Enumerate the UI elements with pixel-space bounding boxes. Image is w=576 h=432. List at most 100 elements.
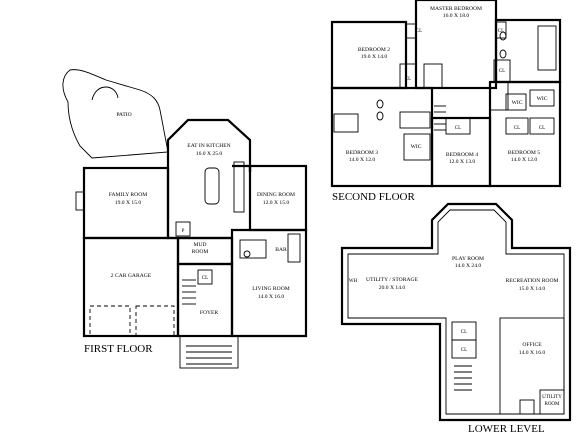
lower-level-inner-outline [347,209,565,415]
garage-door-2 [135,305,175,337]
bedroom-5-closet-b [529,117,555,135]
second-floor-plan [330,0,562,188]
lower-level-outer-walls [340,202,572,422]
master-sink-2 [499,49,507,59]
bar-counter [287,233,301,263]
label-play-room: PLAY ROOM [452,256,484,262]
lower-level-title: LOWER LEVEL [468,423,545,432]
garage-door-1 [89,305,131,337]
label-wic-2: WIC [537,96,548,102]
bed2-closet [405,23,417,39]
label-play-room-size: 14.0 X 24.0 [455,263,482,269]
label-master-bedroom: MASTER BEDROOM [430,6,482,12]
label-dining-room: DINING ROOM [257,192,295,198]
patio-arc [91,86,119,101]
first-floor-title: FIRST FLOOR [84,343,153,355]
bedroom-5-area-walls [488,80,562,188]
label-wic-3: WIC [411,144,422,150]
label-bedroom-2-size: 19.0 X 14.0 [361,54,388,60]
powder-room-sink [243,250,251,258]
label-patio: PATIO [116,112,131,118]
label-wic-1: WIC [512,100,523,106]
lower-closet-2 [451,339,477,359]
bedroom-3-area-walls [330,86,434,188]
label-master-bedroom-size: 16.0 X 18.0 [443,13,470,19]
label-pantry: P [182,229,185,234]
lower-level-plan [340,202,572,422]
master-closet-b [493,59,511,83]
label-bedroom-5-size: 14.0 X 12.0 [511,157,538,163]
first-floor-plan [62,69,308,369]
label-utility-storage: UTILITY / STORAGE [366,277,418,283]
bed2-closet-b [399,63,417,89]
label-family-room-size: 19.0 X 15.0 [115,200,142,206]
patio-outline [62,69,169,159]
foyer-walls [176,262,234,338]
label-cl-master-b: CL [499,69,505,74]
fireplace [75,191,85,211]
label-dining-room-size: 12.0 X 15.0 [263,200,290,206]
pantry-closet [175,221,191,237]
lower-bath [519,399,535,415]
label-cl-bed5-b: CL [539,126,545,131]
label-eat-in-kitchen-size: 16.0 X 25.0 [196,151,223,157]
master-tub [537,25,557,71]
label-recreation-room: RECREATION ROOM [506,278,559,284]
label-eat-in-kitchen: EAT IN KITCHEN [187,143,230,149]
label-cl-bed4: CL [455,126,461,131]
label-cl-bed2: CL [416,29,422,34]
label-foyer: FOYER [200,310,219,316]
dining-room-walls [248,164,308,232]
coat-closet [197,269,213,285]
label-bedroom-2: BEDROOM 2 [358,47,390,53]
kitchen-island [204,167,220,205]
label-bedroom-4: BEDROOM 4 [446,152,478,158]
label-utility-storage-size: 20.0 X 14.0 [379,285,406,291]
label-mud-room-2: ROOM [192,249,209,255]
label-bar: BAR [275,247,287,253]
master-closet [495,21,507,39]
label-cl-bed5-a: CL [514,126,520,131]
label-bedroom-5: BEDROOM 5 [508,150,540,156]
garage-walls [82,236,180,338]
label-cl-lower-2: CL [461,348,467,353]
label-cl-master: CL [498,29,504,34]
label-cl-first: CL [202,276,208,281]
label-bedroom-3-size: 14.0 X 12.0 [349,157,376,163]
kitchen-bay-wall [166,118,252,172]
front-porch [179,335,239,369]
label-office-size: 14.0 X 16.0 [519,350,546,356]
wic-closet-1 [403,133,431,161]
bedroom-5-bath [489,81,509,111]
label-utility-room-2: ROOM [544,402,560,407]
label-bedroom-4-size: 12.0 X 13.0 [449,159,476,165]
label-garage: 2 CAR GARAGE [111,273,152,279]
label-utility-room: UTILITY [542,395,562,400]
label-family-room: FAMILY ROOM [109,192,147,198]
porch-steps [186,345,232,365]
bedroom-4-closet [445,117,471,135]
label-living-room-size: 14.0 X 16.0 [258,294,285,300]
label-recreation-room-size: 15.0 X 14.0 [519,286,546,292]
bath-2-sink-2 [376,111,384,121]
kitchen-walls [166,164,252,240]
lower-stairs [454,365,472,391]
bath-2-sink-1 [376,99,384,109]
bedroom-5-closet-a [505,117,529,135]
utility-room-walls [539,389,565,415]
label-cl-lower-1: CL [461,330,467,335]
wic-closet-3 [529,89,555,107]
master-bath-small [423,63,443,89]
second-floor-stairs [434,105,446,131]
bath-2-tub [333,113,359,133]
label-water-heater: WH [349,279,358,284]
hall-bath [399,111,431,129]
label-mud-room: MUD [193,242,206,248]
first-floor-stairs [182,279,196,305]
second-floor-title: SECOND FLOOR [332,191,415,203]
label-cl-bed2-b: CL [405,77,411,82]
label-bedroom-3: BEDROOM 3 [346,150,378,156]
kitchen-counter [233,161,245,213]
